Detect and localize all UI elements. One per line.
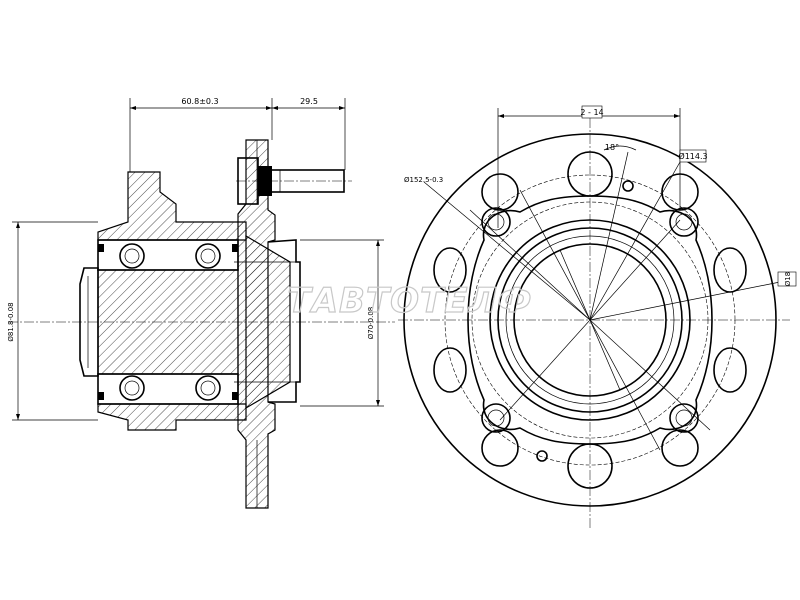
stud-hole [481,207,511,237]
bearing-housing-top [97,171,247,241]
stud-hole-inner [487,409,505,427]
ball-inner [124,248,140,264]
lightening-hole [661,429,699,467]
dim-hole-spacing: 2 - 14 [580,108,603,117]
dim-box [679,149,707,163]
leader-line [589,151,629,321]
bearing-ball-top-left [119,243,145,269]
ball-inner [200,248,216,264]
leader-line [589,281,781,321]
seal-top [98,244,104,252]
dim-angle: 18° [605,143,619,152]
bearing-housing-bottom [97,403,247,431]
side-section-view: 60.8±0.3 29.5 Ø81.8-0.08 Ø70-0.08 [7,97,395,509]
bearing-ball-top-right [195,243,221,269]
conical-spindle-outline [267,239,301,403]
pitch-circle [444,174,736,466]
lightening-hole [713,347,747,393]
stud-hole-inner [675,213,693,231]
center-bore [513,243,667,397]
lightening-hole [713,247,747,293]
inner-shaft [97,269,239,375]
bearing-race-bottom [97,373,239,405]
dim-pcd: Ø114.3 [678,151,707,161]
outer-flange-circle [403,133,777,507]
ball-inner [200,380,216,396]
dim-flange-width: 60.8±0.3 [181,97,218,106]
locating-hole [536,450,548,462]
stud-hole-inner [487,213,505,231]
stud-hole-inner [675,409,693,427]
front-view: 2 - 14 18° Ø114.3 Ø152.5-0.3 Ø18 [398,105,797,530]
stud-hole [481,403,511,433]
stud-hole [669,207,699,237]
seal-bottom [98,392,104,400]
leader-line [589,161,681,321]
hub-ring-outer [489,219,691,421]
dim-flange-diameter: Ø152.5-0.3 [404,176,443,184]
stud-pitch-circle [471,201,709,439]
bearing-ball-bottom-left [119,375,145,401]
dim-box [777,271,797,287]
lightening-hole [481,429,519,467]
seal-bottom-right [232,392,238,400]
lightening-hole [481,173,519,211]
watermark: ТАВТОТЕЛФ [288,281,533,321]
ball-inner [124,380,140,396]
leader-line [559,249,621,391]
angle-arc [603,145,637,151]
bearing-race-top [97,239,239,271]
dim-stud-length: 29.5 [300,97,318,106]
locating-hole [622,180,634,192]
stud-hole [669,403,699,433]
hub-ring [497,227,683,413]
dim-outer-diameter: Ø81.8-0.08 [7,302,15,341]
seal-top-right [232,244,238,252]
hub-ring-inner [505,235,675,405]
dim-box [581,105,603,119]
hub-boss-outline [467,195,713,445]
leader-line [423,181,591,321]
dim-inner-diameter: Ø70-0.08 [367,307,375,340]
lightening-hole [433,347,467,393]
bearing-ball-bottom-right [195,375,221,401]
front-cap [79,267,99,377]
dim-bore-diameter: Ø18 [784,272,792,286]
lightening-hole [433,247,467,293]
